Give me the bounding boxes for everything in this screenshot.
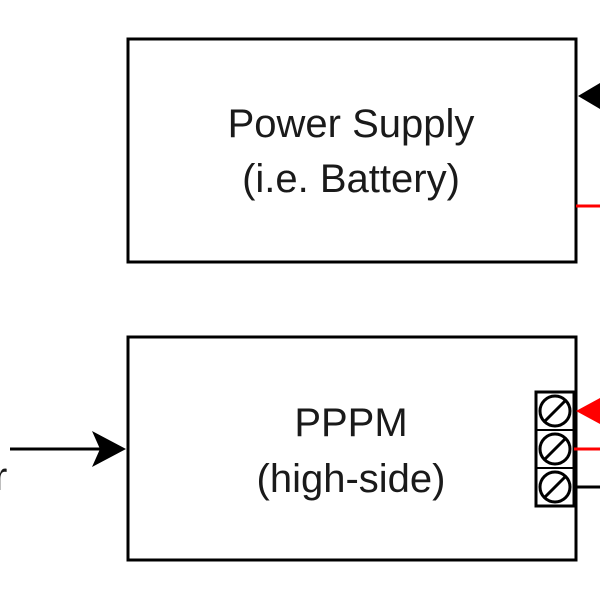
red-arrowhead-icon — [576, 398, 600, 424]
power-supply-subtitle: (i.e. Battery) — [242, 157, 460, 201]
terminal-block-icon — [534, 390, 576, 508]
input-edge-label: r — [0, 455, 7, 499]
pppm-node: PPPM (high-side) — [126, 335, 578, 562]
power-supply-input-arrow — [578, 83, 600, 109]
power-supply-title: Power Supply — [228, 102, 475, 146]
pppm-input-arrow — [10, 431, 126, 467]
pppm-title: PPPM — [294, 401, 407, 445]
arrowhead-icon — [578, 83, 600, 109]
power-supply-box — [126, 37, 578, 264]
arrowhead-icon — [92, 431, 126, 467]
pppm-subtitle: (high-side) — [257, 457, 446, 501]
power-supply-node: Power Supply (i.e. Battery) — [126, 37, 578, 264]
pppm-box — [126, 335, 578, 562]
terminal-red-arrow — [576, 398, 600, 424]
